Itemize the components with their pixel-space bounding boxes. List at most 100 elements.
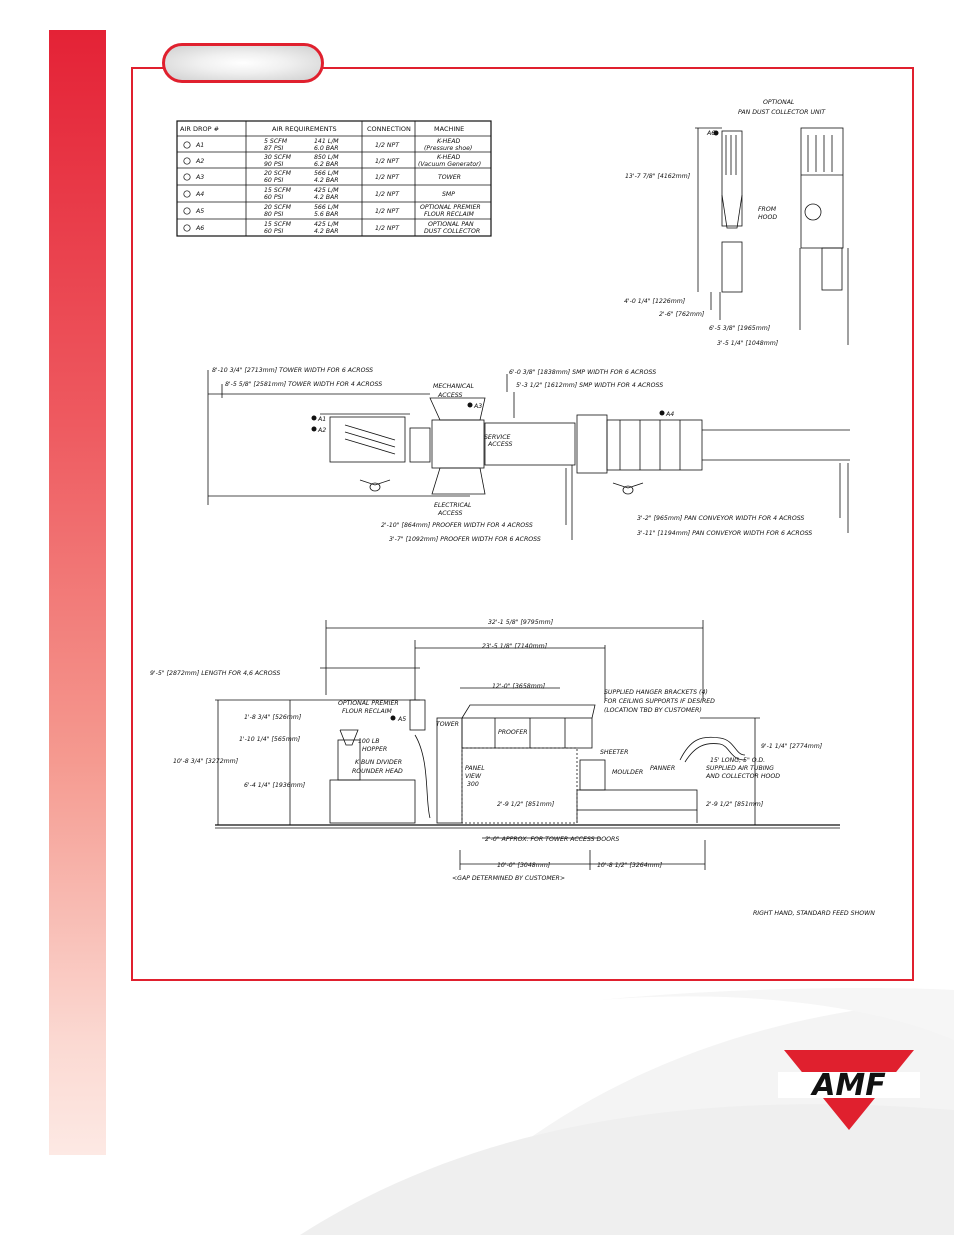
dust-collector-drawing <box>695 127 849 345</box>
service-access-2: ACCESS <box>487 441 512 448</box>
row-req2: 90 PSI <box>264 161 283 168</box>
from-hood-label-1: FROM <box>758 206 777 213</box>
pan-conveyor-width-4: 3'-2" [965mm] PAN CONVEYOR WIDTH FOR 4 A… <box>637 515 804 522</box>
hopper-label-2: HOPPER <box>362 746 387 753</box>
collector-width-dim-2: 2'-6" [762mm] <box>659 311 705 318</box>
row-drop: A2 <box>195 158 204 165</box>
drop-label-a6: A6 <box>706 130 715 137</box>
row-machine1: OPTIONAL PAN <box>428 221 474 228</box>
red-sidebar-band <box>49 30 106 1155</box>
collector-depth-dim-2: 3'-5 1/4" [1048mm] <box>717 340 779 347</box>
row-metric2: 5.6 BAR <box>314 211 339 218</box>
table-drop-symbols <box>183 141 191 232</box>
row-machine2: (Vacuum Generator) <box>418 160 481 168</box>
from-hood-label-2: HOOD <box>758 214 777 221</box>
row-metric2: 6.2 BAR <box>314 161 339 168</box>
collector-width-dim-1: 4'-0 1/4" [1226mm] <box>624 298 686 305</box>
amf-logo: AMF <box>778 1050 920 1130</box>
hood-height-dim: 9'-1 1/4" [2774mm] <box>761 743 823 750</box>
service-access-1: SERVICE <box>484 434 511 441</box>
row-drop: A6 <box>195 225 204 232</box>
plan-view-text: 8'-10 3/4" [2713mm] TOWER WIDTH FOR 6 AC… <box>212 367 812 543</box>
row-conn: 1/2 NPT <box>375 174 400 181</box>
electrical-access-1: ELECTRICAL <box>434 502 472 509</box>
row-conn: 1/2 NPT <box>375 208 400 215</box>
row-machine1: OPTIONAL PREMIER <box>420 204 481 211</box>
row-drop: A4 <box>195 191 204 198</box>
row-metric2: 4.2 BAR <box>314 228 339 235</box>
tubing-note-3: AND COLLECTOR HOOD <box>705 773 780 780</box>
row-req1: 15 SCFM <box>264 221 292 228</box>
dust-collector-title-1: OPTIONAL <box>763 99 795 106</box>
row-metric2: 4.2 BAR <box>314 194 339 201</box>
row-drop: A5 <box>195 208 204 215</box>
drop-label-a3: A3 <box>473 403 482 410</box>
row-metric1: 141 L/M <box>314 138 339 145</box>
panel-view-3: 300 <box>467 781 479 788</box>
tower-width-6: 8'-10 3/4" [2713mm] TOWER WIDTH FOR 6 AC… <box>212 367 373 374</box>
proofer-width-6: 3'-7" [1092mm] PROOFER WIDTH FOR 6 ACROS… <box>389 536 541 543</box>
panel-view-1: PANEL <box>465 765 485 772</box>
proofer-length: 12'-0" [3658mm] <box>492 683 546 690</box>
row-metric1: 425 L/M <box>314 187 339 194</box>
row-metric2: 6.0 BAR <box>314 145 339 152</box>
row-conn: 1/2 NPT <box>375 191 400 198</box>
row-machine2: DUST COLLECTOR <box>424 228 480 235</box>
row-metric1: 566 L/M <box>314 170 339 177</box>
logo-text: AMF <box>810 1068 886 1103</box>
drop-label-a4: A4 <box>665 411 674 418</box>
hopper-label-1: 100 LB <box>358 738 379 745</box>
hanger-note-3: (LOCATION TBD BY CUSTOMER) <box>604 707 702 714</box>
collector-height-dim: 13'-7 7/8" [4162mm] <box>625 173 691 180</box>
tower-label: TOWER <box>436 721 459 728</box>
panner-label: PANNER <box>650 765 675 772</box>
divider-label-2: ROUNDER HEAD <box>352 768 403 775</box>
row-req2: 87 PSI <box>264 145 283 152</box>
height-dim-2: 1'-10 1/4" [565mm] <box>239 736 301 743</box>
header-machine: MACHINE <box>434 125 464 133</box>
proofer-label: PROOFER <box>498 729 528 736</box>
hanger-note-1: SUPPLIED HANGER BRACKETS (4) <box>604 689 708 696</box>
row-req1: 20 SCFM <box>264 170 292 177</box>
section-tab <box>162 43 324 83</box>
row-machine1: K-HEAD <box>437 138 460 145</box>
row-drop: A3 <box>195 174 204 181</box>
row-conn: 1/2 NPT <box>375 142 400 149</box>
elevation-text: 32'-1 5/8" [9795mm] 23'-5 1/8" [7140mm] … <box>150 619 875 917</box>
row-metric1: 850 L/M <box>314 154 339 161</box>
elevation-drawing <box>215 620 840 870</box>
panel-view-2: VIEW <box>465 773 482 780</box>
gap-note: <GAP DETERMINED BY CUSTOMER> <box>452 875 565 882</box>
row-req2: 60 PSI <box>264 228 283 235</box>
sheeter-label: SHEETER <box>600 749 628 756</box>
row-req1: 30 SCFM <box>264 154 292 161</box>
dust-collector-text: OPTIONAL PAN DUST COLLECTOR UNIT A6 13'-… <box>624 99 826 347</box>
row-machine2: FLOUR RECLAIM <box>424 211 475 218</box>
divider-label-1: K BUN DIVIDER <box>355 759 402 766</box>
air-drop-markers <box>311 130 719 721</box>
row-metric2: 4.2 BAR <box>314 177 339 184</box>
drop-label-a2: A2 <box>317 427 326 434</box>
logo-band <box>778 1072 920 1098</box>
row-conn: 1/2 NPT <box>375 225 400 232</box>
overall-length: 32'-1 5/8" [9795mm] <box>488 619 554 626</box>
row-metric1: 566 L/M <box>314 204 339 211</box>
plan-view-drawing <box>207 370 850 540</box>
premier-reclaim-2: FLOUR RECLAIM <box>342 708 393 715</box>
tower-doors-note: 2'-0" APPROX. FOR TOWER ACCESS DOORS <box>485 836 619 843</box>
header-air-drop: AIR DROP # <box>180 125 219 133</box>
header-connection: CONNECTION <box>367 125 411 133</box>
feed-note: RIGHT HAND, STANDARD FEED SHOWN <box>753 910 875 917</box>
hanger-note-2: FOR CEILING SUPPORTS IF DESIRED <box>604 698 715 705</box>
mechanical-access-1: MECHANICAL <box>433 383 474 390</box>
row-machine2: (Pressure shoe) <box>424 145 472 152</box>
row-req1: 15 SCFM <box>264 187 292 194</box>
header-air-requirements: AIR REQUIREMENTS <box>272 125 337 133</box>
row-conn: 1/2 NPT <box>375 158 400 165</box>
tubing-note-2: SUPPLIED AIR TUBING <box>706 765 774 772</box>
smp-width-4: 5'-3 1/2" [1612mm] SMP WIDTH FOR 4 ACROS… <box>516 382 663 389</box>
air-requirements-table <box>176 120 492 237</box>
length-4-6-across: 9'-5" [2872mm] LENGTH FOR 4,6 ACROSS <box>150 670 280 677</box>
tower-width-4: 8'-5 5/8" [2581mm] TOWER WIDTH FOR 4 ACR… <box>225 381 382 388</box>
